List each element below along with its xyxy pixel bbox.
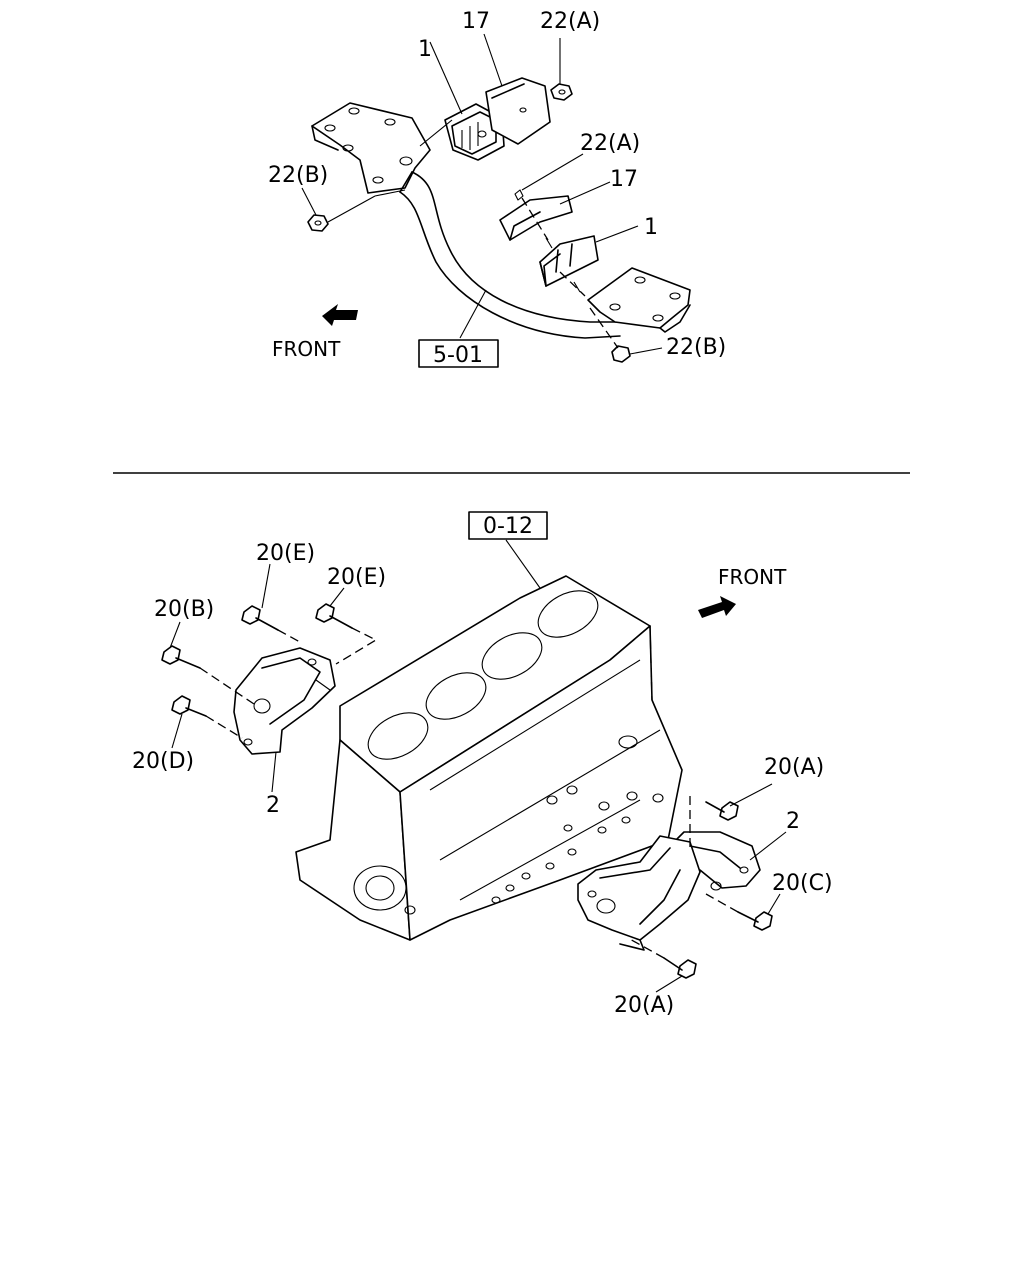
leaders-lower bbox=[169, 539, 787, 993]
front-label-lower: FRONT bbox=[718, 565, 787, 589]
heat-protector-middle bbox=[499, 195, 573, 241]
callout-20c: 20(C) bbox=[772, 871, 833, 896]
bolt-20a-bottom-icon bbox=[627, 937, 697, 979]
engine-mount-rubber-upper bbox=[444, 103, 505, 161]
bolt-20b-icon bbox=[161, 645, 255, 705]
callout-2-left: 2 bbox=[266, 793, 280, 818]
ref-label-lower: 0-12 bbox=[483, 514, 533, 539]
bolt-20a-top-icon bbox=[689, 796, 739, 852]
heat-protector-upper bbox=[485, 77, 551, 145]
bolt-20c-icon bbox=[705, 893, 773, 931]
alignment-line-right bbox=[589, 307, 619, 349]
nut-bottom bbox=[611, 345, 631, 363]
callout-20d: 20(D) bbox=[132, 749, 194, 774]
ref-label-upper: 5-01 bbox=[433, 343, 483, 368]
callout-17-top: 17 bbox=[462, 9, 490, 34]
front-arrow-upper-icon bbox=[322, 304, 358, 326]
callout-22a-mid: 22(A) bbox=[580, 131, 640, 156]
stud-bolt-middle bbox=[514, 189, 586, 297]
bolt-20e-b-icon bbox=[315, 603, 378, 665]
engine-mount-rubber-middle bbox=[539, 235, 599, 287]
callout-2-right: 2 bbox=[786, 809, 800, 834]
upper-view: FRONT 5-01 1 17 22(A) 22(B) 22(A) 17 1 2… bbox=[268, 9, 726, 368]
nut-left bbox=[307, 214, 329, 232]
callout-22a-top: 22(A) bbox=[540, 9, 600, 34]
engine-block bbox=[295, 575, 683, 941]
callout-20a-top: 20(A) bbox=[764, 755, 824, 780]
engine-mount-bracket-right bbox=[577, 835, 701, 951]
front-label-upper: FRONT bbox=[272, 337, 341, 361]
lower-view: FRONT 0-12 20(E) 20(E) 20(B) 20(D) 2 20(… bbox=[132, 511, 833, 1018]
nut-upper bbox=[550, 83, 573, 101]
callout-1-top: 1 bbox=[418, 37, 432, 62]
bolt-20d-icon bbox=[171, 695, 243, 739]
callout-1-mid: 1 bbox=[644, 215, 658, 240]
callout-20a-bottom: 20(A) bbox=[614, 993, 674, 1018]
callout-17-mid: 17 bbox=[610, 167, 638, 192]
front-arrow-lower-icon bbox=[698, 596, 736, 618]
engine-bracket-left bbox=[233, 647, 336, 755]
callout-20b: 20(B) bbox=[154, 597, 214, 622]
ref-box-upper bbox=[418, 339, 499, 368]
ref-box-lower bbox=[468, 511, 548, 540]
callout-22b-left: 22(B) bbox=[268, 163, 328, 188]
bolt-20e-a-icon bbox=[241, 605, 301, 643]
leaders-upper bbox=[301, 33, 663, 355]
callout-20e-a: 20(E) bbox=[256, 541, 315, 566]
crossmember bbox=[311, 102, 691, 339]
callout-22b-bottom: 22(B) bbox=[666, 335, 726, 360]
callout-20e-b: 20(E) bbox=[327, 565, 386, 590]
